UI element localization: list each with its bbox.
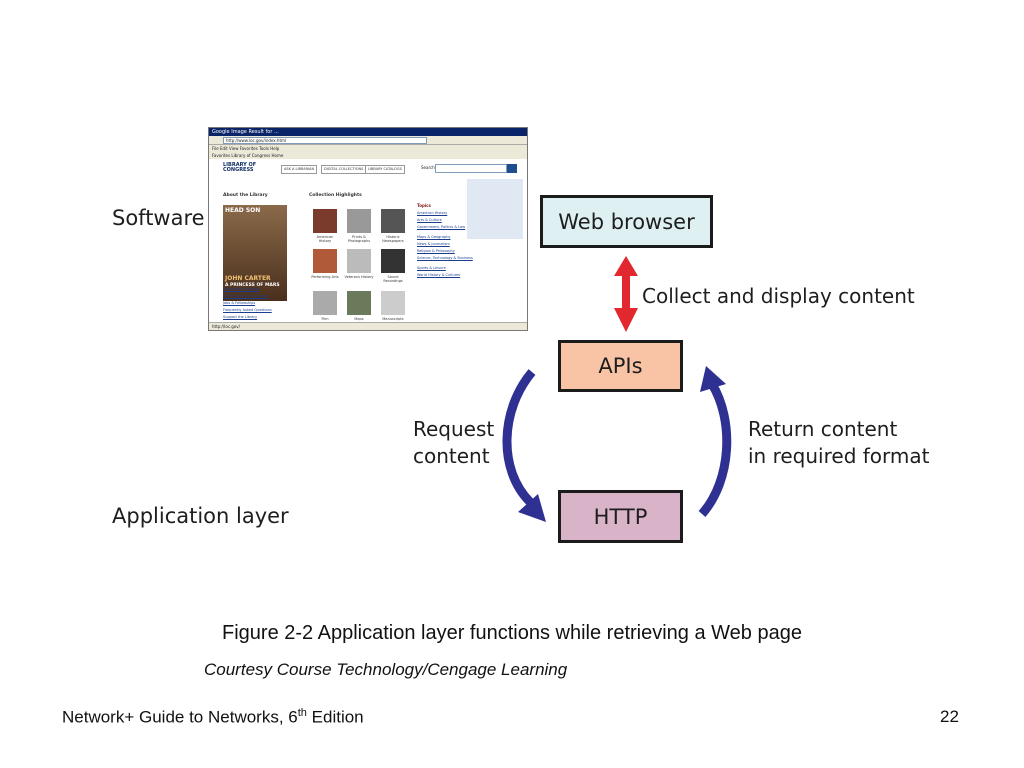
- return-arrow-curve: [698, 381, 732, 517]
- screenshot-search-box: [435, 164, 507, 173]
- thumb-label-2: Historic Newspapers: [382, 235, 404, 243]
- thumb-label-4: Veterans History: [344, 275, 374, 279]
- thumb-label-8: Manuscripts: [382, 317, 404, 321]
- return-label-line2: in required format: [748, 444, 930, 468]
- screenshot-address-bar: http://www.loc.gov/index.html: [209, 136, 527, 145]
- thumb-1: [347, 209, 371, 233]
- thumb-6: [313, 291, 337, 315]
- screenshot-page-content: LIBRARY OF CONGRESS ASK A LIBRARIAN DIGI…: [209, 159, 527, 323]
- footer-title-suffix: Edition: [306, 707, 364, 727]
- topic-link: News & Journalism: [417, 242, 450, 246]
- http-box: HTTP: [558, 490, 683, 543]
- collect-display-label: Collect and display content: [642, 284, 915, 308]
- logo-line-2: CONGRESS: [223, 167, 254, 173]
- red-double-arrow: [614, 256, 638, 332]
- request-label-line2: content: [413, 444, 490, 468]
- poster-name: JOHN CARTER: [225, 275, 271, 282]
- topic-link: Science, Technology & Business: [417, 256, 473, 260]
- about-link: The Library's Mission: [223, 287, 260, 291]
- browser-screenshot: Google Image Result for ... http://www.l…: [208, 127, 528, 331]
- return-label-line1: Return content: [748, 417, 898, 441]
- screenshot-nav-0: ASK A LIBRARIAN: [281, 165, 318, 174]
- screenshot-highlights-heading: Collection Highlights: [309, 193, 362, 198]
- about-link: Support the Library: [223, 315, 258, 319]
- screenshot-address-field: http://www.loc.gov/index.html: [223, 137, 427, 144]
- application-layer-label: Application layer: [112, 504, 289, 528]
- screenshot-menu-bar: File Edit View Favorites Tools Help: [209, 145, 527, 152]
- thumb-label-1: Prints & Photographs: [347, 235, 371, 243]
- topic-link: American History: [417, 211, 448, 215]
- poster-top-text: HEAD SON: [225, 207, 261, 214]
- web-browser-box: Web browser: [540, 195, 713, 248]
- screenshot-poster: HEAD SON JOHN CARTER A PRINCESS OF MARS: [223, 205, 287, 301]
- poster-subtitle: A PRINCESS OF MARS: [225, 283, 280, 288]
- page-number: 22: [940, 707, 959, 726]
- thumb-7: [347, 291, 371, 315]
- thumb-label-7: Maps: [354, 317, 364, 321]
- thumb-2: [381, 209, 405, 233]
- screenshot-logo: LIBRARY OF CONGRESS: [223, 163, 256, 173]
- topic-link: Arts & Culture: [417, 218, 442, 222]
- figure-caption: Figure 2-2 Application layer functions w…: [222, 622, 802, 644]
- thumb-3: [313, 249, 337, 273]
- screenshot-title-bar: Google Image Result for ...: [209, 128, 527, 136]
- topic-link: Government, Politics & Law: [417, 225, 466, 229]
- topic-link: Religion & Philosophy: [417, 249, 455, 253]
- red-arrow-head-down: [614, 308, 638, 332]
- thumb-label-5: Sound Recordings: [383, 275, 403, 283]
- screenshot-status-bar: http://loc.gov/: [209, 322, 527, 330]
- screenshot-nav-2: LIBRARY CATALOGS: [365, 165, 405, 174]
- topic-link: World History & Cultures: [417, 273, 461, 277]
- screenshot-search-label: Search: [421, 165, 435, 170]
- about-link: Frequently Asked Questions: [223, 308, 272, 312]
- courtesy-line: Courtesy Course Technology/Cengage Learn…: [204, 660, 568, 679]
- thumb-5: [381, 249, 405, 273]
- footer-title-sup: th: [297, 707, 307, 719]
- request-arrow-curve: [502, 369, 536, 506]
- screenshot-go-button: [507, 164, 517, 173]
- apis-box: APIs: [558, 340, 683, 392]
- screenshot-about-heading: About the Library: [223, 193, 268, 198]
- red-arrow-head-up: [614, 256, 638, 276]
- return-arrow: [698, 366, 732, 517]
- thumb-label-6: Film: [321, 317, 329, 321]
- footer-title: Network+ Guide to Networks, 6th Edition: [62, 707, 364, 728]
- logo-line-1: LIBRARY OF: [223, 162, 257, 168]
- software-label: Software: [112, 206, 205, 230]
- thumb-label-0: American History: [316, 235, 334, 243]
- request-arrow: [502, 369, 546, 522]
- topics-heading: Topics: [417, 203, 431, 208]
- thumb-4: [347, 249, 371, 273]
- thumb-0: [313, 209, 337, 233]
- about-link: Jobs & Fellowships: [223, 301, 256, 305]
- topic-link: Sports & Leisure: [417, 266, 446, 270]
- about-link: The History of the Library: [223, 294, 268, 298]
- thumb-8: [381, 291, 405, 315]
- request-arrow-head: [518, 494, 546, 522]
- request-label-line1: Request: [413, 417, 495, 441]
- screenshot-sidebar: [467, 179, 523, 239]
- topic-link: Maps & Geography: [417, 235, 451, 239]
- thumb-label-3: Performing Arts: [311, 275, 339, 279]
- return-arrow-head: [700, 366, 726, 392]
- footer-title-main: Network+ Guide to Networks, 6: [62, 707, 298, 727]
